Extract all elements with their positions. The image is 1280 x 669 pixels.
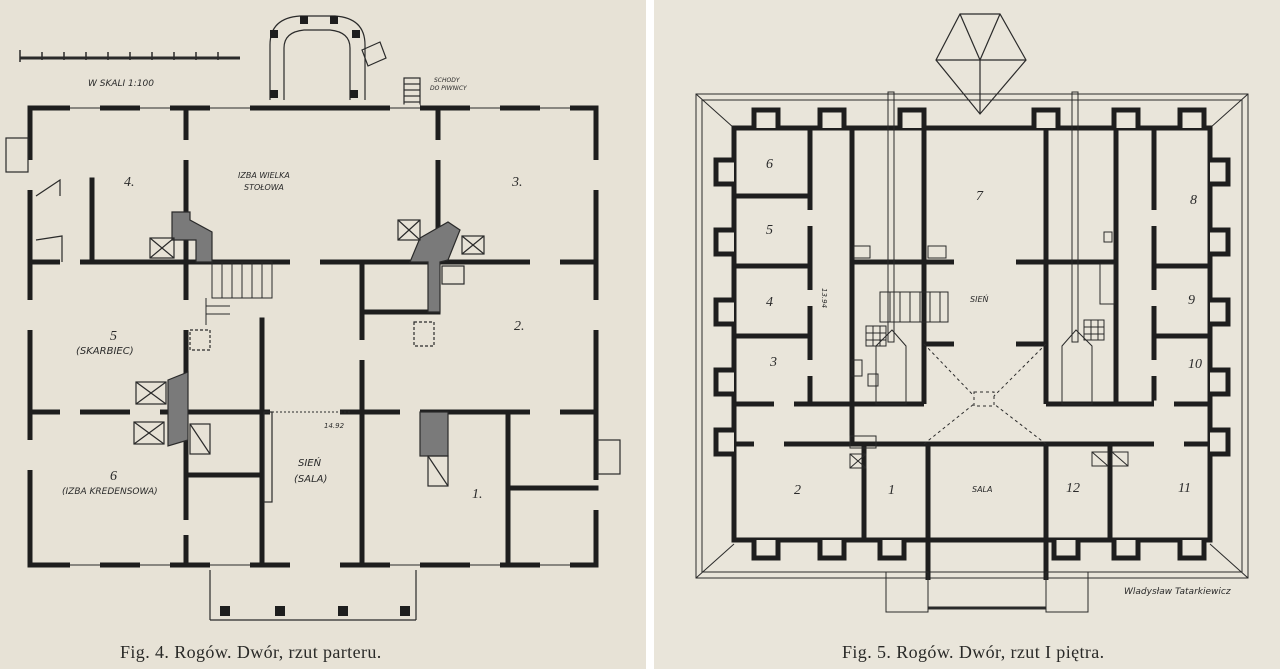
signature: Wladysław Tatarkiewicz: [1124, 587, 1231, 597]
bench: [263, 411, 273, 503]
stairs-label-2: DO PIWNICY: [430, 85, 468, 92]
porch-arch: [269, 15, 387, 100]
scale-bar: [19, 50, 240, 62]
room-label-sala: (SALA): [294, 474, 327, 485]
side-steps-right: [597, 439, 621, 475]
door-swing: [35, 235, 63, 262]
stove-blocks: [167, 211, 461, 457]
room-label-6: 6: [110, 469, 117, 484]
room-label-5: 5: [110, 329, 117, 344]
entry-wings: [885, 571, 1089, 613]
dashed-outline: [189, 329, 211, 351]
door-gaps: [754, 210, 1184, 448]
stove-tiles: [133, 219, 485, 487]
room-label-izba-wielka: IZBA WIELKA: [238, 171, 290, 180]
room-label-stolowa: STOŁOWA: [244, 183, 284, 192]
room-label-11: 11: [1178, 481, 1191, 496]
room-label-6: 6: [766, 157, 773, 172]
room-label-1: 1: [888, 483, 895, 498]
side-steps-left: [5, 137, 29, 173]
first-floor-plan-panel: 6 5 4 3 7 8 9 10 SIEŃ 2 1 SALA 12 11 13.…: [654, 0, 1280, 669]
caption-right: Fig. 5. Rogów. Dwór, rzut I piętra.: [842, 642, 1105, 662]
staircase: [879, 291, 949, 323]
roof-outline: [695, 93, 1249, 579]
room-label-2: 2: [794, 483, 801, 498]
room-label-3: 3.: [511, 175, 523, 190]
crenellations: [713, 107, 1231, 561]
front-porch: [209, 570, 417, 621]
room-label-5: 5: [766, 223, 773, 238]
stove-grids: [849, 231, 1129, 469]
ground-floor-plan: W SKALI 1:100 SCHODY DO PIWNICY: [5, 15, 621, 621]
dimension-label: 14.92: [324, 422, 345, 430]
room-label-9: 9: [1188, 293, 1195, 308]
room-label-4: 4: [766, 295, 773, 310]
roof-dormer: [935, 13, 1027, 115]
room-label-3: 3: [769, 355, 777, 370]
caption-left: Fig. 4. Rogów. Dwór, rzut parteru.: [120, 642, 382, 662]
room-label-8: 8: [1190, 193, 1197, 208]
dashed-outline: [413, 321, 435, 347]
main-staircase: [205, 261, 273, 325]
room-label-skarbiec: (SKARBIEC): [76, 346, 134, 357]
room-label-12: 12: [1066, 481, 1080, 496]
cellar-stairs: [403, 77, 421, 107]
hall-vaulting: [923, 343, 1047, 445]
room-label-sien: SIEŃ: [298, 456, 322, 469]
room-label-4: 4.: [124, 175, 135, 190]
first-floor-plan: 6 5 4 3 7 8 9 10 SIEŃ 2 1 SALA 12 11 13.…: [695, 13, 1249, 613]
room-label-2: 2.: [514, 319, 525, 334]
chimney-flues: [875, 91, 1093, 405]
room-label-sala: SALA: [972, 485, 992, 494]
door-swing: [35, 178, 61, 197]
interior-walls: [27, 105, 599, 568]
scale-label: W SKALI 1:100: [88, 79, 154, 89]
ground-floor-plan-panel: W SKALI 1:100 SCHODY DO PIWNICY: [0, 0, 646, 669]
room-label-izba-kredensowa: (IZBA KREDENSOWA): [62, 487, 158, 497]
room-label-1: 1.: [472, 487, 483, 502]
stairs-label-1: SCHODY: [434, 77, 461, 84]
room-label-7: 7: [976, 189, 984, 204]
room-label-10: 10: [1188, 357, 1202, 372]
dimension-label: 13.94: [820, 288, 828, 308]
room-label-sien: SIEŃ: [970, 293, 988, 304]
interior-walls: [734, 128, 1210, 580]
